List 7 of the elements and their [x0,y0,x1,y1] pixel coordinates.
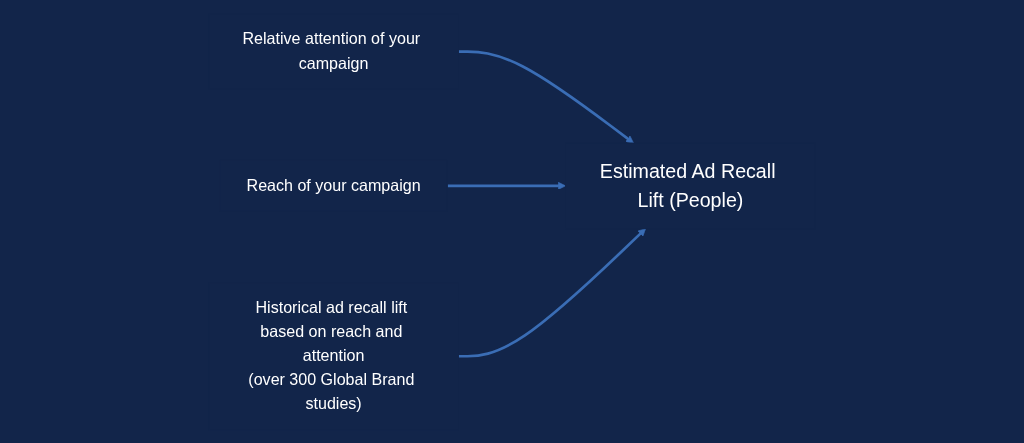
node-text: Estimated Ad Recall Lift (People) [599,159,776,212]
arrow [447,181,566,190]
node-text: Historical ad recall lift based on reach and attention (over 300 Global Brand studies) [248,298,415,413]
node-text: Relative attention of your campaign [242,29,421,72]
arrow [458,49,634,143]
node-text: Reach of your campaign [246,176,421,194]
arrow [458,227,646,358]
